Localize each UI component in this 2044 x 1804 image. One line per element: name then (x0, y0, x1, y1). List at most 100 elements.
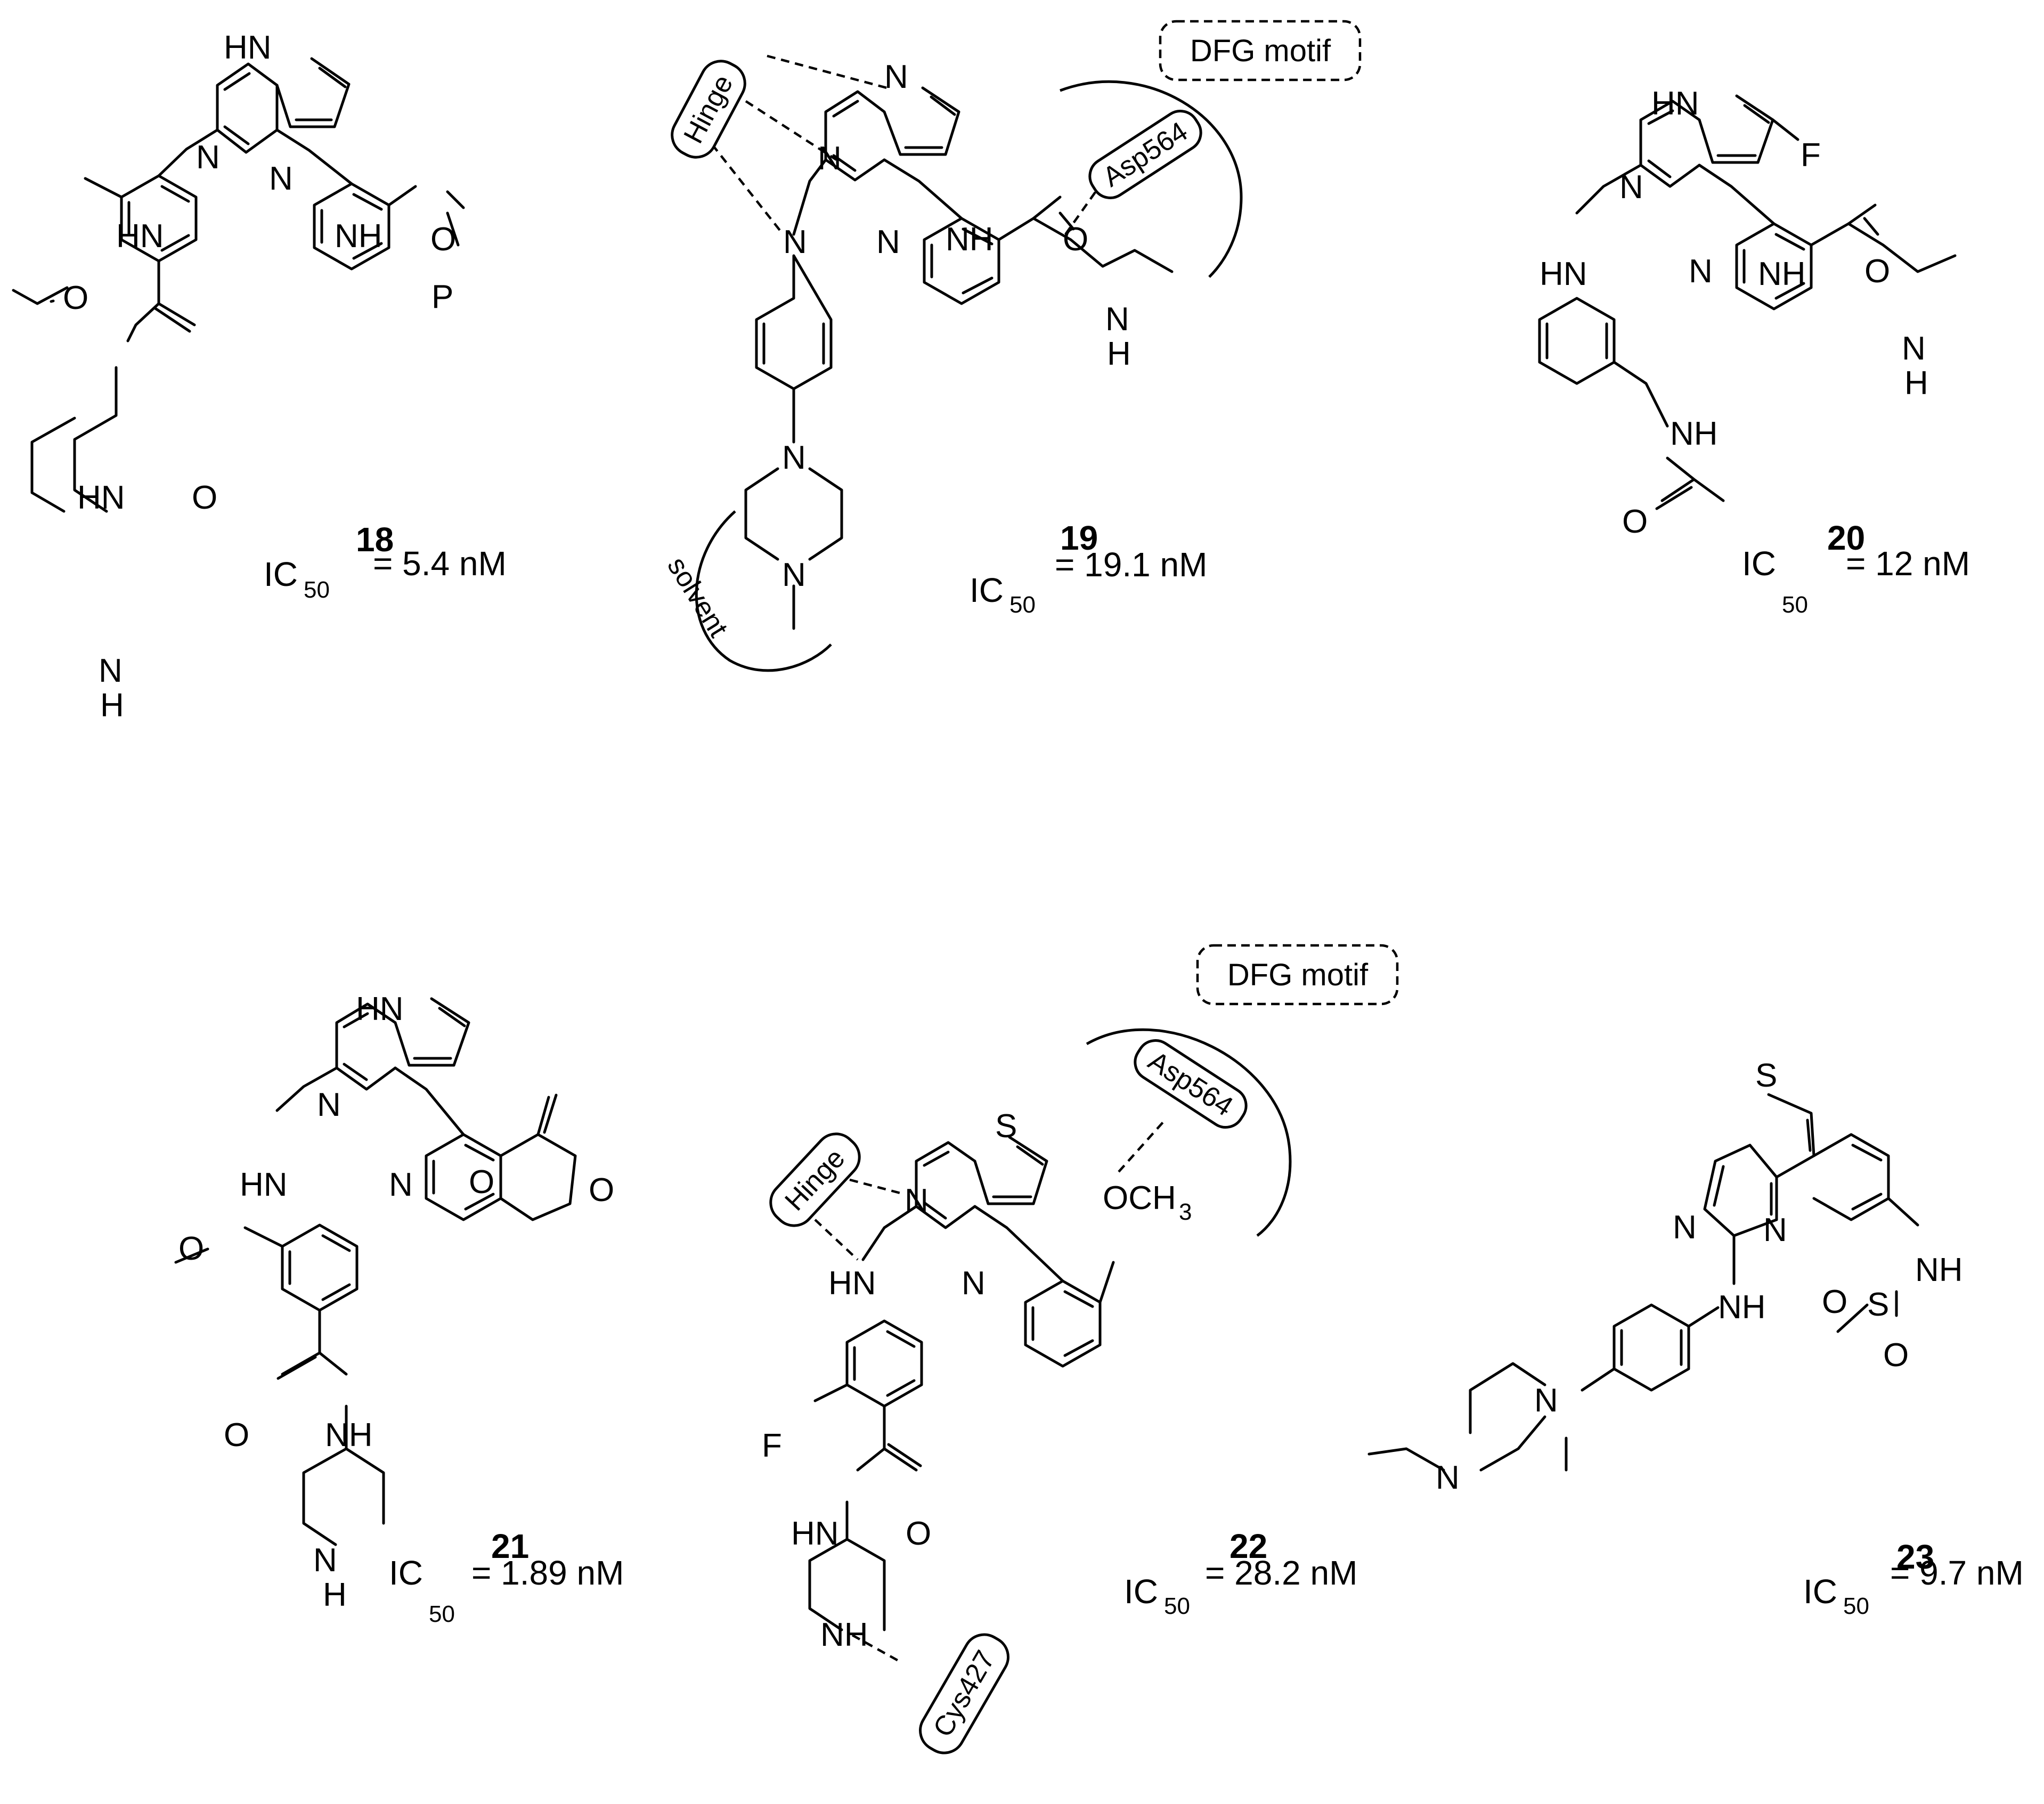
compound-19-atom: N (782, 439, 806, 476)
compound-22-cys-tag: Cys427 (919, 1633, 1009, 1754)
compound-18-number: 18 (356, 520, 394, 559)
compound-21-atom: N (317, 1087, 341, 1123)
compound-19-solvent-arc (695, 510, 832, 672)
compound-23-atom: N (1673, 1209, 1697, 1246)
compound-18-atom: HN (77, 479, 125, 516)
compound-22-number: 22 (1229, 1527, 1267, 1565)
compound-22-atom: OCH (1103, 1180, 1176, 1217)
compound-20-ic50-label: IC (1742, 544, 1776, 583)
compound-18-ic50-subscript: 50 (304, 577, 330, 603)
compound-22-atom: N (962, 1265, 986, 1302)
compound-22-dfg-box: DFG motif (1196, 944, 1399, 1006)
compound-21-atom: N (313, 1542, 337, 1579)
compound-22-bonds (808, 1136, 1115, 1631)
compound-22-ic50-subscript: 50 (1164, 1593, 1190, 1619)
compound-22-cys-interaction (851, 1634, 901, 1663)
compound-19-dfg-box: DFG motif (1159, 20, 1362, 81)
compound-19-atom: N (782, 557, 806, 593)
compound-21-structure: HN N N HN O O O O NH N H 21 IC 50 = 1.89… (174, 991, 624, 1627)
compound-18-atom: N (196, 139, 220, 176)
compound-19-dfg-label: DFG motif (1190, 34, 1331, 68)
compound-19-dfg-pocket-arc (1060, 80, 1243, 278)
compound-23-bonds (1367, 1093, 1919, 1472)
compound-19-atom: H (1107, 336, 1131, 372)
compound-23-structure: S N N NH NH S O O N N 23 IC 50 = 9.7 nM (1367, 1057, 2024, 1619)
compound-19-atom: N (818, 140, 842, 177)
compound-21-atom: NH (325, 1417, 373, 1454)
compound-23-atom: S (1867, 1286, 1889, 1323)
compound-20-ic50-value: = 12 nM (1846, 544, 1970, 583)
compound-20-atom: F (1801, 137, 1821, 174)
compound-19-solvent-label: solvent (661, 552, 734, 643)
compound-21-atom: H (323, 1577, 347, 1613)
compound-19-atom: N (783, 224, 807, 260)
compound-20-number: 20 (1827, 519, 1865, 557)
compound-23-atom: O (1883, 1337, 1909, 1374)
compound-18-atom: HN (116, 218, 164, 255)
compound-19-atom: N (876, 224, 900, 260)
compound-20-atom: N (1619, 169, 1643, 206)
compound-21-atom: HN (240, 1166, 288, 1203)
compound-22-structure: S N HN N OCH 3 F O HN NH Hinge Asp564 Cy… (762, 944, 1399, 1754)
compound-19-ic50-label: IC (970, 571, 1004, 609)
compound-22-asp-interaction (1118, 1120, 1165, 1173)
compound-23-ic50-value: = 9.7 nM (1890, 1554, 2024, 1592)
compound-23-atom: NH (1915, 1252, 1963, 1288)
compound-20-atom: NH (1758, 256, 1806, 292)
compound-20-atom: HN (1540, 256, 1587, 292)
compound-22-atom: HN (828, 1265, 876, 1302)
compound-22-asp-tag: Asp564 (1134, 1039, 1248, 1129)
compound-20-atom: HN (1651, 85, 1699, 122)
compound-21-atom: O (224, 1417, 249, 1454)
compound-22-ic50-label: IC (1124, 1572, 1158, 1611)
compound-19-atom: N (884, 59, 908, 95)
compound-22-atom: O (906, 1515, 931, 1552)
compound-20-atom: H (1904, 365, 1928, 402)
compound-19-atom: N (1105, 301, 1129, 338)
compound-21-atom: N (389, 1166, 413, 1203)
compound-18-atom: O (430, 221, 456, 258)
compound-20-atom: O (1622, 503, 1648, 540)
compound-19-structure: N N N N NH O N H N N Hinge Asp564 DFG mo… (661, 20, 1362, 672)
compound-22-atom: S (995, 1108, 1017, 1145)
compound-23-ic50-subscript: 50 (1843, 1593, 1869, 1619)
compound-19-atom: NH (946, 221, 994, 258)
compound-21-atom: O (589, 1172, 614, 1209)
compound-23-atom: N (1436, 1459, 1460, 1496)
compound-18-atom: NH (335, 218, 382, 255)
compound-21-ic50-subscript: 50 (429, 1601, 455, 1627)
compound-21-bonds (174, 997, 577, 1546)
compound-19-asp-tag: Asp564 (1088, 110, 1202, 199)
compound-18-atom: H (100, 687, 124, 724)
compound-20-bonds (1538, 94, 1957, 510)
compound-19-ic50-value: = 19.1 nM (1055, 545, 1207, 584)
compound-23-atom: O (1822, 1284, 1847, 1320)
compound-22-atom: N (905, 1182, 929, 1219)
compound-20-atom: N (1902, 330, 1926, 367)
compound-18-atom: N (269, 160, 293, 197)
compound-22-atom: F (762, 1427, 782, 1464)
compound-19-number: 19 (1060, 519, 1098, 557)
compound-22-atom: 3 (1179, 1199, 1192, 1225)
compound-19-ic50-subscript: 50 (1009, 592, 1036, 618)
compound-21-number: 21 (491, 1527, 529, 1565)
compound-23-atom: NH (1718, 1289, 1766, 1326)
compound-21-ic50-value: = 1.89 nM (471, 1554, 624, 1592)
compound-18-atom: N (99, 652, 123, 689)
compound-22-dfg-label: DFG motif (1227, 958, 1369, 992)
compound-23-atom: S (1755, 1057, 1777, 1094)
compound-22-atom: NH (820, 1617, 868, 1653)
compound-23-atom: N (1763, 1212, 1787, 1248)
compound-22-hinge-interaction (814, 1178, 901, 1261)
compound-20-atom: N (1689, 253, 1713, 290)
compound-20-atom: NH (1670, 415, 1718, 452)
compound-18-atom: O (192, 479, 217, 516)
compound-21-ic50-label: IC (389, 1554, 423, 1592)
compound-23-number: 23 (1896, 1538, 1934, 1576)
compound-18-atom: P (431, 279, 453, 315)
compound-21-atom: O (178, 1230, 204, 1267)
compound-21-atom: O (469, 1164, 494, 1201)
compound-18-atom: HN (224, 29, 272, 66)
compound-20-atom: O (1864, 253, 1890, 290)
